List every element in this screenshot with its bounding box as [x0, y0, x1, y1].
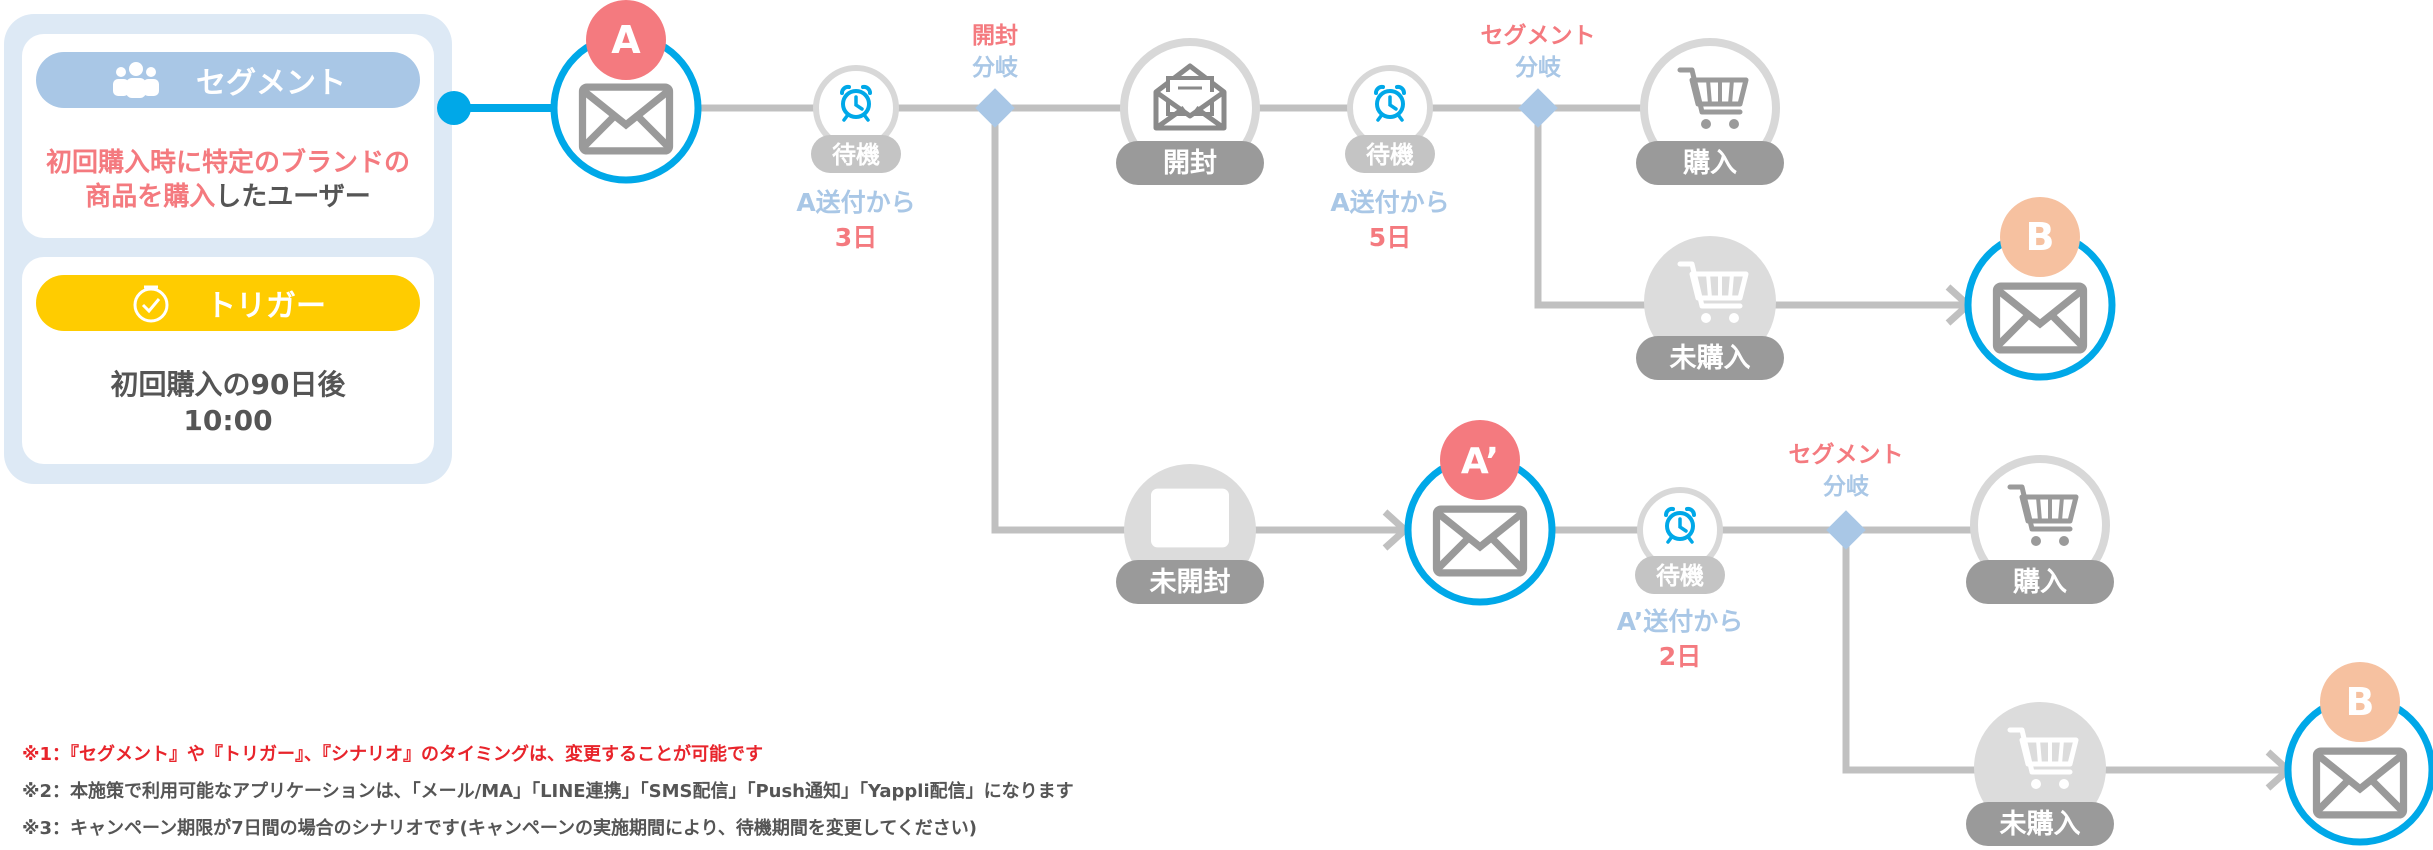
- segment-branch-node-2: セグメント 分岐: [1789, 441, 1904, 550]
- footnote-2: ※2：本施策で利用可能なアプリケーションは、「メール/MA」「LINE連携」「S…: [22, 781, 1074, 802]
- segment-condition-rest: したユーザー: [215, 182, 371, 212]
- footnote-3: ※3：キャンペーン期限が7日間の場合のシナリオです(キャンペーンの実施期間により…: [22, 818, 978, 839]
- unopened-label: 未開封: [1150, 567, 1231, 598]
- purchased-node-1: 購入: [1636, 38, 1784, 185]
- mail-a-prime-badge: A’: [1461, 441, 1499, 482]
- trigger-line2: 10:00: [183, 404, 273, 437]
- segment-header-label: セグメント: [196, 66, 346, 101]
- wait-1-line1: A送付から: [796, 188, 915, 217]
- unopened-node: 未開封: [1116, 464, 1264, 604]
- wait-node-2: 待機 A送付から 5日: [1330, 65, 1450, 252]
- segment-condition: 初回購入時に特定のブランドの 商品を購入したユーザー: [22, 146, 434, 214]
- segment-card: セグメント 初回購入時に特定のブランドの 商品を購入したユーザー: [22, 34, 434, 238]
- mail-b-2-badge: B: [2346, 680, 2375, 724]
- mail-a-prime-node: A’: [1404, 420, 1556, 606]
- wait-1-line2: 3日: [835, 223, 877, 252]
- opened-label: 開封: [1163, 148, 1217, 179]
- segment-branch-1-line2: 分岐: [1515, 55, 1562, 81]
- footnote-1: ※1：『セグメント』や『トリガー』、『シナリオ』のタイミングは、変更することが可…: [22, 744, 764, 765]
- segment-condition-line1: 初回購入時に特定のブランドの: [45, 148, 410, 178]
- wait-3-line2: 2日: [1659, 642, 1701, 671]
- segment-branch-2-line2: 分岐: [1823, 474, 1870, 500]
- mail-a-badge: A: [611, 18, 641, 62]
- scenario-condition-panel: セグメント 初回購入時に特定のブランドの 商品を購入したユーザー トリガー 初回…: [4, 14, 452, 484]
- trigger-card: トリガー 初回購入の90日後 10:00: [22, 257, 434, 464]
- open-branch-line1: 開封: [972, 23, 1018, 49]
- segment-branch-node-1: セグメント 分岐: [1481, 22, 1596, 128]
- purchased-node-2: 購入: [1966, 455, 2114, 604]
- wait-2-line1: A送付から: [1330, 188, 1449, 217]
- trigger-header-label: トリガー: [206, 289, 326, 324]
- mail-b-node-1: B: [1964, 197, 2116, 381]
- wait-3-label: 待機: [1656, 562, 1704, 590]
- trigger-condition: 初回購入の90日後 10:00: [22, 367, 434, 439]
- segment-branch-1-line1: セグメント: [1481, 22, 1596, 49]
- clock-check-icon: [130, 282, 172, 324]
- purchased-1-label: 購入: [1683, 148, 1737, 179]
- not-purchased-1-label: 未購入: [1670, 343, 1751, 374]
- open-branch-line2: 分岐: [972, 55, 1019, 81]
- mail-b-node-2: B: [2284, 662, 2433, 846]
- users-icon: [110, 60, 162, 100]
- trigger-header: トリガー: [36, 275, 420, 331]
- wait-2-line2: 5日: [1369, 223, 1411, 252]
- not-purchased-node-2: 未購入: [1966, 702, 2114, 846]
- not-purchased-2-label: 未購入: [2000, 809, 2081, 840]
- wait-node-1: 待機 A送付から 3日: [796, 65, 916, 252]
- footnotes: ※1：『セグメント』や『トリガー』、『シナリオ』のタイミングは、変更することが可…: [22, 736, 1074, 847]
- segment-condition-highlight: 商品を購入: [85, 182, 216, 212]
- purchased-2-label: 購入: [2013, 567, 2067, 598]
- wait-3-line1: A’送付から: [1617, 607, 1744, 636]
- wait-2-label: 待機: [1366, 141, 1414, 169]
- not-purchased-node-1: 未購入: [1636, 236, 1784, 380]
- connector-lines: [437, 91, 2292, 791]
- segment-header: セグメント: [36, 52, 420, 108]
- open-branch-node: 開封 分岐: [972, 23, 1019, 128]
- segment-branch-2-line1: セグメント: [1789, 441, 1904, 468]
- wait-node-3: 待機 A’送付から 2日: [1617, 487, 1744, 671]
- opened-node: 開封: [1116, 38, 1264, 185]
- mail-b-1-badge: B: [2026, 215, 2055, 259]
- wait-1-label: 待機: [832, 141, 880, 169]
- mail-a-node: A: [550, 0, 702, 184]
- trigger-line1: 初回購入の90日後: [110, 368, 346, 401]
